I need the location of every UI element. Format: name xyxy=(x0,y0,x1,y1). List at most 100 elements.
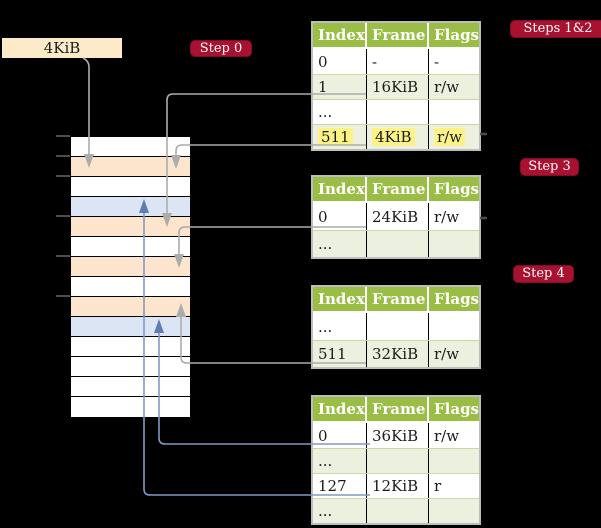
page-table-2-header-frame: Frame xyxy=(367,177,429,201)
page-table-3-cell: 32KiB xyxy=(367,341,429,367)
page-table-2-header-index: Index xyxy=(313,177,367,201)
page-table-1-cell xyxy=(429,100,479,124)
cell-value: 0 xyxy=(318,207,328,226)
page-table-3-cell: r/w xyxy=(429,341,479,367)
page-table-2-row-0: 0 24KiB r/w xyxy=(313,203,479,230)
badge-step-3: Step 3 xyxy=(520,158,579,176)
page-table-2-row-...: ... xyxy=(313,230,479,257)
page-table-3-row-511: 511 32KiB r/w xyxy=(313,340,479,367)
cell-value: 0 xyxy=(318,52,328,71)
frame-size-box: 4KiB xyxy=(2,38,122,58)
page-table-3-cell xyxy=(429,313,479,340)
page-table-3-cell: 511 xyxy=(313,341,367,367)
memory-row-page-table xyxy=(71,257,190,277)
memory-tick-marks xyxy=(56,135,70,297)
page-table-1-row-1: 1 16KiB r/w xyxy=(313,74,479,99)
page-table-1-cell: 511 xyxy=(313,125,367,149)
cell-value: r xyxy=(434,477,442,495)
page-table-2-cell: r/w xyxy=(429,203,479,230)
page-table-1-row-0: 0 - - xyxy=(313,49,479,74)
frame-size-label: 4KiB xyxy=(43,39,81,57)
memory-row-free xyxy=(71,357,190,377)
cell-value: ... xyxy=(318,452,333,470)
page-table-1-cell: 4KiB xyxy=(367,125,429,149)
memory-row-page-table xyxy=(71,157,190,177)
memory-row-free xyxy=(71,137,190,157)
badge-step-0: Step 0 xyxy=(190,40,252,57)
page-table-1-header-index: Index xyxy=(313,23,367,47)
cell-value: r/w xyxy=(434,78,460,96)
page-table-3-cell: ... xyxy=(313,313,367,340)
memory-row-free xyxy=(71,177,190,197)
cell-value: 32KiB xyxy=(372,345,419,363)
cell-value: 0 xyxy=(318,426,328,445)
page-table-4-header-frame: Frame xyxy=(367,397,429,421)
page-table-4-cell: ... xyxy=(313,449,367,473)
page-table-4-cell: 12KiB xyxy=(367,474,429,498)
page-table-4-row-...: ... xyxy=(313,498,479,523)
page-table-1-row-...: ... xyxy=(313,99,479,124)
memory-row-free xyxy=(71,377,190,397)
highlighted-value: 4KiB xyxy=(372,128,415,146)
page-table-3-header-index: Index xyxy=(313,287,367,311)
page-table-1-cell: - xyxy=(429,49,479,74)
memory-row-free xyxy=(71,237,190,257)
cell-value: ... xyxy=(318,317,333,336)
page-table-4-row-127: 127 12KiB r xyxy=(313,473,479,498)
memory-row-mapped-page xyxy=(71,317,190,337)
page-table-4-header-flags: Flags xyxy=(434,400,479,418)
memory-row-free xyxy=(71,397,190,417)
page-table-4-cell xyxy=(367,499,429,523)
cell-value: - xyxy=(372,52,378,71)
cell-value: r/w xyxy=(434,207,460,226)
page-table-1-header-frame: Frame xyxy=(367,23,429,47)
page-table-2-cell xyxy=(429,231,479,257)
page-table-1-cell xyxy=(367,100,429,124)
cell-value: r/w xyxy=(434,426,460,445)
physical-memory-stack xyxy=(70,136,191,417)
page-table-4-cell: 127 xyxy=(313,474,367,498)
cell-value: 16KiB xyxy=(372,78,419,96)
badge-step-3-label: Step 3 xyxy=(528,159,571,174)
page-table-2-cell xyxy=(367,231,429,257)
cell-value: ... xyxy=(318,103,333,121)
page-table-3-cell xyxy=(367,313,429,340)
page-table-4-row-...: ... xyxy=(313,448,479,473)
page-table-2-header-flags: Flags xyxy=(434,180,479,198)
cell-value: 511 xyxy=(318,345,347,363)
page-table-4-cell xyxy=(429,499,479,523)
memory-row-page-table xyxy=(71,217,190,237)
cell-value: ... xyxy=(318,235,333,253)
page-table-4-cell xyxy=(429,449,479,473)
page-table-4-cell: r/w xyxy=(429,423,479,448)
page-table-1-cell: ... xyxy=(313,100,367,124)
badge-steps-1-2-label: Steps 1&2 xyxy=(523,21,593,36)
cell-value: - xyxy=(434,52,440,71)
page-table-4-cell: r xyxy=(429,474,479,498)
memory-row-free xyxy=(71,277,190,297)
cell-value: 1 xyxy=(318,78,328,96)
cell-value: ... xyxy=(318,502,333,520)
badge-step-0-label: Step 0 xyxy=(199,41,243,56)
page-table-3-header-frame: Frame xyxy=(367,287,429,311)
memory-row-page-table xyxy=(71,297,190,317)
page-table-1-cell: - xyxy=(367,49,429,74)
page-table-1-cell: 0 xyxy=(313,49,367,74)
page-table-4-header-index: Index xyxy=(313,397,367,421)
page-table-2-cell: 24KiB xyxy=(367,203,429,230)
cell-value: 36KiB xyxy=(372,426,419,445)
cell-value: 12KiB xyxy=(372,477,419,495)
page-table-4-row-0: 0 36KiB r/w xyxy=(313,423,479,448)
page-table-4-cell: 36KiB xyxy=(367,423,429,448)
memory-row-free xyxy=(71,337,190,357)
page-table-4-cell: 0 xyxy=(313,423,367,448)
page-table-4-cell: ... xyxy=(313,499,367,523)
